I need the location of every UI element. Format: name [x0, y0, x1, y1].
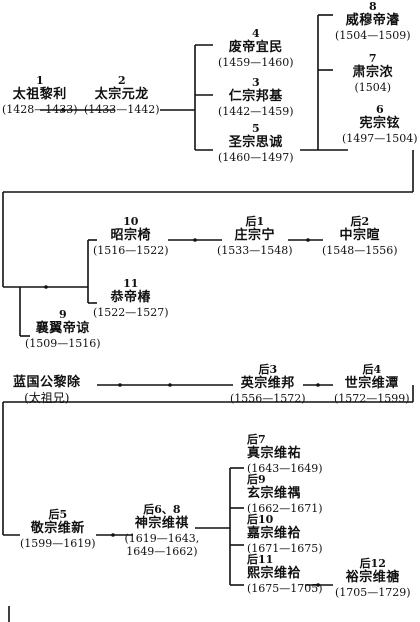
node-years: (1460—1497): [218, 150, 294, 164]
node-name: 太祖黎利: [12, 87, 67, 103]
node-years: (1671—1675): [247, 541, 323, 555]
node-number: 后10: [247, 513, 274, 526]
node-years: (1572—1599): [334, 391, 410, 405]
node-years: (1522—1527): [93, 305, 169, 319]
node-years: (1497—1504): [342, 131, 418, 145]
node-years: (1504): [354, 80, 392, 94]
node-years: (1599—1619): [20, 536, 96, 550]
node-number: 1: [35, 74, 44, 87]
node-years: (1675—1705): [247, 581, 323, 595]
node-years: (1662—1671): [247, 501, 323, 515]
node-name: 嘉宗维袷: [247, 526, 302, 542]
node-note: (太祖兄): [24, 390, 70, 405]
node-name: 废帝宜民: [228, 40, 283, 56]
node-years: (1548—1556): [322, 243, 398, 257]
node-name: 宪宗铉: [359, 116, 401, 132]
node-number: 后3: [258, 363, 278, 376]
node-number: 后5: [48, 508, 68, 521]
node-number: 后1: [245, 215, 265, 228]
node-number: 后9: [247, 473, 266, 486]
node-number: 11: [123, 277, 139, 290]
node-years: (1509—1516): [25, 336, 101, 350]
node-years: (1643—1649): [247, 461, 323, 475]
node-years: (1459—1460): [218, 55, 294, 69]
node-number: 5: [251, 122, 260, 135]
node-number: 4: [251, 27, 260, 40]
node-years-2: 1649—1662): [126, 544, 198, 558]
node-number: 9: [58, 308, 67, 321]
node-name: 熙宗维袷: [247, 566, 302, 582]
node-years: (1556—1572): [230, 391, 306, 405]
node-years: (1705—1729): [335, 585, 411, 599]
node-number: 7: [368, 52, 377, 65]
node-name: 神宗维祺: [134, 516, 189, 532]
node-number: 8: [368, 0, 377, 13]
node-name: 真宗维祐: [247, 446, 302, 462]
node-name: 裕宗维禟: [345, 570, 400, 586]
node-name: 太宗元龙: [94, 87, 149, 103]
node-number: 后2: [350, 215, 370, 228]
node-number: 后7: [247, 433, 266, 446]
node-lgc: 蓝国公黎除(太祖兄): [13, 375, 81, 405]
node-number: 6: [375, 103, 384, 116]
node-number: 后11: [247, 553, 274, 566]
node-years: (1516—1522): [93, 243, 169, 257]
node-years: (1442—1459): [218, 104, 294, 118]
node-name: 襄翼帝谅: [35, 321, 90, 337]
node-name: 仁宗邦基: [228, 89, 283, 105]
node-name: 恭帝椿: [110, 290, 152, 306]
node-name: 蓝国公黎除: [13, 375, 81, 390]
node-years: (1433—1442): [84, 102, 160, 116]
node-number: 后12: [359, 557, 386, 570]
node-number: 3: [251, 76, 260, 89]
node-name: 英宗维邦: [240, 376, 295, 392]
node-years: (1428—1433): [2, 102, 78, 116]
node-name: 威穆帝濬: [345, 13, 400, 29]
node-years: (1533—1548): [217, 243, 293, 257]
node-years: (1504—1509): [335, 28, 411, 42]
node-name: 玄宗维禑: [247, 486, 302, 502]
node-number: 后6、8: [143, 503, 181, 516]
node-name: 庄宗宁: [234, 228, 276, 244]
node-name: 敬宗维新: [30, 521, 85, 537]
node-name: 世宗维潭: [344, 376, 399, 392]
node-name: 圣宗思诚: [228, 135, 283, 151]
node-number: 10: [123, 215, 139, 228]
node-name: 中宗暄: [339, 228, 381, 244]
node-name: 昭宗椅: [110, 228, 152, 244]
node-number: 后4: [362, 363, 382, 376]
node-number: 2: [117, 74, 126, 87]
node-name: 肃宗浓: [352, 65, 394, 81]
node-years: (1619—1643,: [124, 531, 200, 545]
